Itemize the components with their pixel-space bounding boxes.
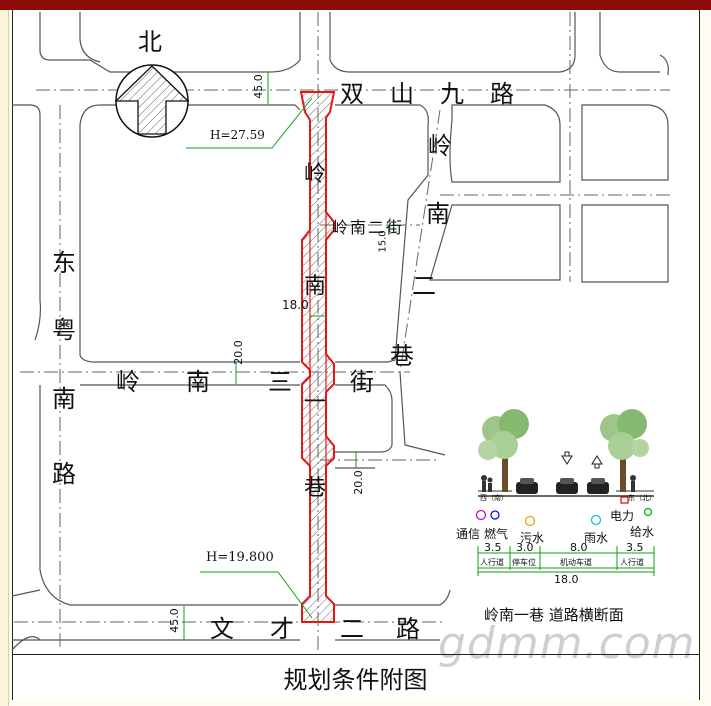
utility-label: 污水: [520, 531, 545, 545]
road-char: 九: [440, 80, 466, 108]
dim-left-street: 20.0: [231, 340, 245, 365]
utility-label: 雨水: [584, 531, 609, 545]
dim-lower-street: 20.0: [351, 470, 365, 495]
road-char: 路: [52, 460, 78, 488]
dim-top-width: 45.0: [251, 74, 265, 99]
top-border: [0, 0, 711, 10]
segment-width: 8.0: [570, 541, 588, 554]
direction-arrow-icon: [561, 451, 603, 469]
section-total-width: 18.0: [554, 573, 579, 586]
north-label: 北: [138, 28, 164, 56]
road-char: 一: [304, 390, 329, 415]
road-lingnan-2-street: 岭南二街: [332, 218, 405, 237]
road-char: 路: [396, 615, 422, 643]
cross-section-title: 岭南一巷 道路横断面: [484, 606, 624, 624]
tree-icon: [478, 409, 529, 492]
planned-road-lingnan-1-lane: [299, 91, 336, 623]
tree-icon: [600, 409, 649, 492]
dim-road-width: 18.0: [282, 298, 309, 312]
road-char: 三: [268, 368, 294, 396]
elevation-north: H=27.59: [210, 128, 265, 142]
road-char: 粤: [52, 316, 78, 344]
road-char: 文: [210, 615, 236, 643]
road-char: 南: [186, 368, 212, 396]
street-blocks: [11, 12, 669, 651]
segment-width: 3.5: [626, 541, 644, 554]
road-char: 街: [350, 368, 376, 396]
caption-divider: [12, 654, 700, 655]
road-char: 岭: [304, 162, 329, 187]
utility-label: 电力: [610, 509, 635, 523]
pedestrian-icon: [481, 475, 636, 492]
road-char: 二: [412, 272, 438, 300]
elevation-south: H=19.800: [206, 550, 274, 565]
segment-label: 人行道: [480, 558, 504, 567]
segment-width: 3.5: [484, 541, 502, 554]
dim-right-street: 15.0: [377, 230, 389, 253]
road-char: 二: [340, 615, 366, 643]
utility-markers: [475, 496, 653, 527]
segment-width: 3.0: [516, 541, 534, 554]
road-char: 双: [340, 80, 366, 108]
utility-label: 通信: [456, 527, 481, 541]
road-char: 岭: [428, 132, 454, 160]
road-char: 南: [52, 385, 78, 413]
road-char: 巷: [390, 342, 416, 370]
section-side-right: 东（北）: [628, 494, 656, 502]
dimension-lines: [183, 72, 391, 640]
road-char: 山: [390, 80, 416, 108]
road-char: 东: [52, 249, 78, 277]
segment-label: 停车位: [512, 558, 536, 567]
segment-label: 机动车道: [560, 558, 592, 567]
road-char: 岭: [116, 368, 142, 396]
dim-bottom-width: 45.0: [167, 608, 181, 633]
figure-caption: 规划条件附图: [283, 666, 428, 694]
elevation-leaders: [186, 97, 313, 619]
utility-label: 燃气: [484, 527, 509, 541]
road-char: 南: [426, 200, 452, 228]
road-char: 路: [490, 80, 516, 108]
utility-label: 给水: [630, 525, 655, 539]
car-icon: [516, 478, 609, 494]
road-char: 巷: [304, 476, 329, 501]
road-char: 南: [304, 274, 329, 299]
watermark: gdmm.com: [438, 618, 696, 669]
section-side-left: 西（南）: [480, 494, 508, 502]
cross-section-drawing: [475, 409, 655, 576]
north-arrow-icon: [114, 64, 190, 138]
road-char: 才: [270, 615, 296, 643]
segment-label: 人行道: [620, 558, 644, 567]
left-scroll-strip: [0, 10, 9, 706]
